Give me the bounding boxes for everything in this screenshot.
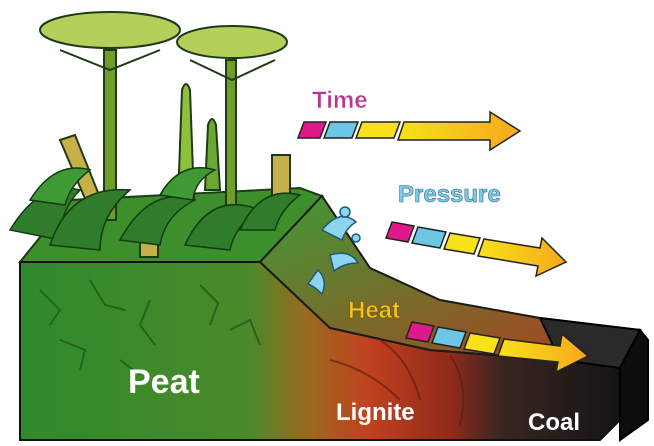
horsetail-plant: [205, 119, 220, 190]
coal-label: Coal: [528, 409, 580, 436]
time-label: Time: [312, 87, 368, 114]
tree-canopy: [40, 12, 180, 48]
peat-label: Peat: [128, 363, 200, 401]
lignite-label: Lignite: [336, 399, 415, 426]
tree-canopy: [177, 26, 287, 58]
heat-label: Heat: [348, 297, 400, 324]
pressure-label: Pressure: [398, 181, 501, 208]
time-arrow: [298, 112, 520, 150]
tree-trunk: [226, 60, 236, 210]
pressure-arrow: [386, 222, 566, 276]
prehistoric-forest: [10, 12, 300, 257]
